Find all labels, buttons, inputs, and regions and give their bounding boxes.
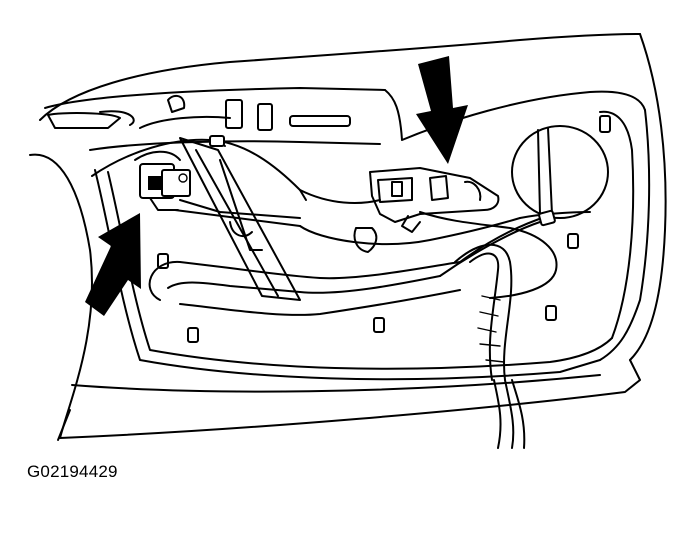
- panel-slots: [157, 94, 611, 343]
- speaker-opening: [511, 125, 609, 219]
- wire-loom: [419, 211, 558, 449]
- latch-actuator: [134, 150, 191, 211]
- door-shell: [29, 33, 667, 441]
- arrow-to-interior-handle: [416, 56, 468, 164]
- arrow-to-latch-actuator: [85, 213, 141, 316]
- wiring-harness: [91, 135, 591, 316]
- figure-id: G02194429: [27, 462, 118, 481]
- interior-handle: [353, 167, 500, 253]
- window-regulator: [174, 137, 301, 301]
- pointer-arrows: [85, 56, 468, 316]
